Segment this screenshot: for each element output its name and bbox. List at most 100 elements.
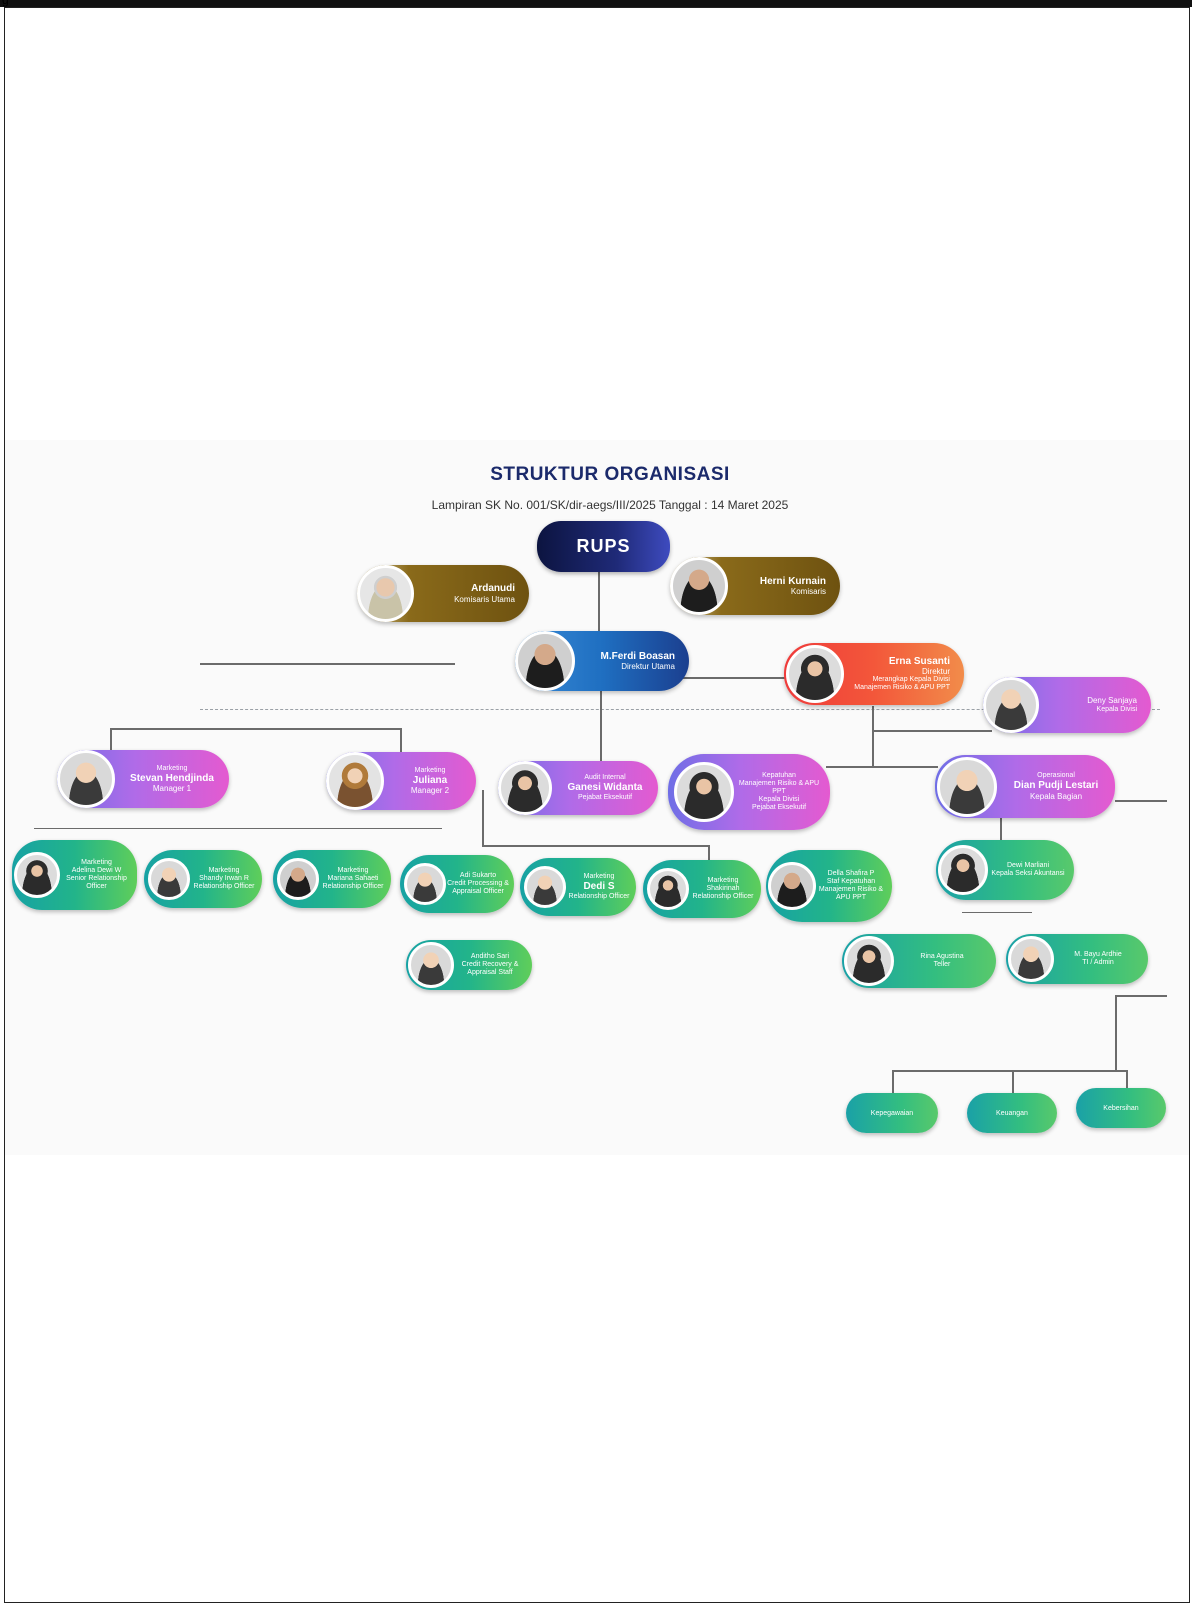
connector xyxy=(872,730,992,732)
department-label: Marketing xyxy=(707,876,739,884)
person-role: Senior Relationship Officer xyxy=(66,875,127,891)
person-role: Relationship Officer xyxy=(322,883,384,891)
top-bar-glyph: g xyxy=(2,0,9,7)
director-node: M.Ferdi Boasan Direktur Utama xyxy=(515,631,689,691)
person-name: Dian Pudji Lestari xyxy=(1013,780,1099,792)
department-label: Marketing xyxy=(337,866,369,874)
person-role: Manager 2 xyxy=(410,786,450,796)
person-name: Della Shafira P xyxy=(827,869,875,877)
avatar xyxy=(404,863,446,905)
person-name: Juliana xyxy=(412,774,448,786)
dashed-connector xyxy=(200,709,1160,710)
staff-node: Rina Agustina Teller xyxy=(842,934,996,988)
avatar xyxy=(524,866,566,908)
avatar xyxy=(647,868,689,910)
section-label: Keuangan xyxy=(996,1109,1028,1117)
person-name: M.Ferdi Boasan xyxy=(600,650,675,662)
connector xyxy=(1012,1070,1014,1094)
avatar xyxy=(674,762,734,822)
connector xyxy=(826,766,938,768)
person-role: Kepala Divisi xyxy=(1096,705,1137,713)
person-name: Adelina Dewi W xyxy=(71,866,122,874)
department-label: Marketing xyxy=(156,764,188,772)
person-role: Komisaris xyxy=(790,587,826,597)
staff-node: Anditho Sari Credit Recovery & Appraisal… xyxy=(406,940,532,990)
connector xyxy=(708,845,710,861)
avatar xyxy=(1008,936,1054,982)
person-name: Ardanudi xyxy=(471,583,515,595)
person-role: Credit Recovery & Appraisal Staff xyxy=(461,960,519,977)
avatar xyxy=(983,677,1039,733)
connector xyxy=(110,728,112,750)
section-node: Kebersihan xyxy=(1076,1088,1166,1128)
staff-node: Marketing Shandy Irwan R Relationship Of… xyxy=(144,850,262,908)
staff-node: Marketing Dedi S Relationship Officer xyxy=(520,858,636,916)
person-role: Kepala Divisi xyxy=(758,796,800,804)
person-name: Shakirinah xyxy=(706,884,740,892)
manager-node: Kepatuhan Manajemen Risiko & APU PPT Kep… xyxy=(668,754,830,830)
department-label: Kepatuhan xyxy=(762,771,796,779)
avatar xyxy=(844,936,894,986)
section-label: Kepegawaian xyxy=(870,1109,914,1117)
person-name: Rina Agustina xyxy=(920,952,964,960)
connector xyxy=(1115,995,1117,1070)
avatar xyxy=(768,862,816,910)
connector xyxy=(482,790,484,845)
connector xyxy=(598,603,600,633)
person-note: Merangkap Kepala Divisi Manajemen Risiko… xyxy=(854,676,950,692)
avatar xyxy=(515,631,575,691)
avatar xyxy=(357,565,414,622)
connector xyxy=(680,677,790,679)
avatar xyxy=(937,756,997,817)
connector xyxy=(872,706,874,768)
person-role: Manager 1 xyxy=(152,784,192,794)
connector xyxy=(200,663,455,665)
person-role: Pejabat Eksekutif xyxy=(577,793,633,801)
staff-node: Marketing Shakirinah Relationship Office… xyxy=(643,860,761,918)
avatar xyxy=(57,750,115,808)
connector xyxy=(892,1070,1128,1072)
connector xyxy=(1117,995,1167,997)
department-label: Marketing xyxy=(414,766,446,774)
department-label: Marketing xyxy=(208,866,240,874)
connector xyxy=(400,728,402,752)
person-role: Kepala Seksi Akuntansi xyxy=(991,870,1065,877)
person-role: Credit Processing & Appraisal Officer xyxy=(447,879,509,896)
department-label: Marketing xyxy=(583,873,615,881)
person-role: Direktur xyxy=(921,667,950,677)
section-node: Kepegawaian xyxy=(846,1093,938,1133)
person-role: Direktur Utama xyxy=(621,662,675,672)
connector xyxy=(34,828,442,829)
connector xyxy=(1126,1070,1128,1088)
manager-node: Marketing Juliana Manager 2 xyxy=(326,752,476,810)
person-name: Deny Sanjaya xyxy=(1087,696,1137,706)
avatar xyxy=(408,942,454,988)
person-name: Dedi S xyxy=(583,881,615,893)
chart-subtitle: Lampiran SK No. 001/SK/dir-aegs/III/2025… xyxy=(431,498,789,512)
person-role: Staf Kepatuhan Manajemen Risiko & APU PP… xyxy=(818,877,884,902)
person-name: Anditho Sari xyxy=(470,952,510,960)
connector xyxy=(482,845,710,847)
department-label: Audit Internal xyxy=(584,774,626,782)
connector xyxy=(1115,800,1167,802)
commissioner-node: Ardanudi Komisaris Utama xyxy=(357,565,529,622)
division-head-node: Deny Sanjaya Kepala Divisi xyxy=(983,677,1151,733)
person-name: Manajemen Risiko & APU PPT xyxy=(738,779,820,795)
person-role: Teller xyxy=(933,961,951,968)
person-name: Herni Kurnain xyxy=(759,575,826,587)
person-name: Stevan Hendjinda xyxy=(130,772,214,784)
department-label: Operasional xyxy=(1037,772,1075,780)
avatar xyxy=(326,752,384,810)
connector xyxy=(598,572,600,632)
rups-node: RUPS xyxy=(537,521,670,572)
person-name: Shandy Irwan R xyxy=(199,874,249,882)
image-frame xyxy=(4,7,1190,1603)
person-note: Pejabat Eksekutif xyxy=(751,804,807,812)
avatar xyxy=(938,845,988,895)
avatar xyxy=(148,858,190,900)
person-role: Relationship Officer xyxy=(568,892,630,900)
staff-node: M. Bayu Ardhie TI / Admin xyxy=(1006,934,1148,984)
person-role: Kepala Bagian xyxy=(1029,791,1083,801)
manager-node: Marketing Stevan Hendjinda Manager 1 xyxy=(57,750,229,808)
avatar xyxy=(670,557,728,615)
